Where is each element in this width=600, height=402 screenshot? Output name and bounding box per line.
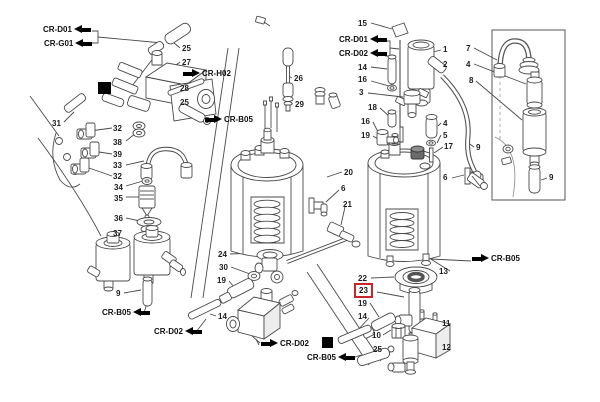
part-label-18: 18 bbox=[368, 103, 377, 112]
pump-assembly bbox=[101, 51, 216, 125]
part-label-32: 32 bbox=[113, 172, 122, 181]
arrow-left-icon bbox=[73, 25, 91, 34]
part-label-25: 25 bbox=[182, 44, 191, 53]
part-label-20: 20 bbox=[344, 168, 353, 177]
part-label-6: 6 bbox=[341, 184, 346, 193]
part-label-27: 27 bbox=[182, 58, 191, 67]
arrow-left-icon bbox=[75, 39, 93, 48]
ref-label-text: CR-D02 bbox=[154, 327, 183, 336]
arrow-left-icon bbox=[337, 353, 355, 362]
part-label-1: 1 bbox=[443, 45, 448, 54]
center-boiler bbox=[231, 97, 360, 273]
part-label-19: 19 bbox=[358, 299, 367, 308]
ref-label-cr-b05: CR-B05 bbox=[102, 308, 150, 317]
part-label-10: 10 bbox=[372, 331, 381, 340]
expansion-canisters bbox=[87, 226, 186, 307]
ref-label-text: CR-D01 bbox=[43, 25, 72, 34]
ref-label-text: CR-D02 bbox=[339, 49, 368, 58]
solenoid-valve-assembly bbox=[337, 267, 450, 374]
ref-label-text: CR-D02 bbox=[280, 339, 309, 348]
part-label-31: 31 bbox=[52, 119, 61, 128]
part-label-16: 16 bbox=[358, 75, 367, 84]
part-label-14: 14 bbox=[358, 63, 367, 72]
ref-label-cr-b05: CR-B05 bbox=[205, 115, 253, 124]
part-label-8: 8 bbox=[469, 76, 474, 85]
ref-label-cr-d02: CR-D02 bbox=[339, 49, 387, 58]
part-label-25: 25 bbox=[373, 345, 382, 354]
arrow-left-icon bbox=[369, 35, 387, 44]
ref-label-cr-b05: CR-B05 bbox=[472, 254, 520, 263]
part-label-6: 6 bbox=[443, 173, 448, 182]
part-label-34: 34 bbox=[114, 183, 123, 192]
arrow-right-icon bbox=[261, 339, 278, 348]
group-head-block bbox=[227, 271, 299, 345]
part-label-33: 33 bbox=[113, 161, 122, 170]
part-label-30: 30 bbox=[219, 263, 228, 272]
part-label-17: 17 bbox=[444, 142, 453, 151]
ref-label-cr-b05: CR-B05 bbox=[307, 353, 355, 362]
part-label-16: 16 bbox=[361, 117, 370, 126]
part-label-38: 38 bbox=[113, 138, 122, 147]
part-label-11: 11 bbox=[442, 319, 451, 328]
black-square-marker bbox=[98, 82, 111, 94]
part-label-2: 2 bbox=[443, 60, 448, 69]
inset-detail-box bbox=[467, 30, 565, 200]
arrow-right-icon bbox=[205, 115, 222, 124]
part-label-24: 24 bbox=[218, 250, 227, 259]
part-label-32: 32 bbox=[113, 124, 122, 133]
part-label-21: 21 bbox=[343, 200, 352, 209]
part-label-14: 14 bbox=[218, 312, 227, 321]
part-label-39: 39 bbox=[113, 150, 122, 159]
part-label-4: 4 bbox=[466, 60, 471, 69]
part-label-3: 3 bbox=[359, 88, 364, 97]
arrow-left-icon bbox=[369, 49, 387, 58]
part-label-12: 12 bbox=[442, 343, 451, 352]
part-label-4: 4 bbox=[443, 119, 448, 128]
level-probe bbox=[255, 16, 340, 111]
background-panel-lines bbox=[30, 48, 381, 365]
part-label-19: 19 bbox=[361, 131, 370, 140]
ref-label-text: CR-H02 bbox=[202, 69, 231, 78]
ref-label-text: CR-B05 bbox=[102, 308, 131, 317]
part-label-36: 36 bbox=[114, 214, 123, 223]
ref-label-text: CR-B05 bbox=[491, 254, 520, 263]
ref-label-text: CR-G01 bbox=[44, 39, 74, 48]
right-boiler bbox=[368, 23, 440, 267]
part-label-7: 7 bbox=[466, 44, 471, 53]
drain-fitting-chain bbox=[187, 272, 260, 321]
part-label-5: 5 bbox=[443, 131, 448, 140]
part-label-9: 9 bbox=[549, 173, 554, 182]
arrow-left-icon bbox=[184, 327, 202, 336]
part-label-15: 15 bbox=[358, 19, 367, 28]
part-label-22: 22 bbox=[358, 274, 367, 283]
part-label-35: 35 bbox=[114, 194, 123, 203]
ref-label-cr-d01: CR-D01 bbox=[339, 35, 387, 44]
right-top-assembly bbox=[377, 40, 483, 186]
ref-label-text: CR-D01 bbox=[339, 35, 368, 44]
ref-label-cr-g01: CR-G01 bbox=[44, 39, 93, 48]
highlighted-part-label: 23 bbox=[354, 283, 373, 298]
arrow-right-icon bbox=[183, 69, 200, 78]
part-label-26: 26 bbox=[294, 74, 303, 83]
ref-label-cr-h02: CR-H02 bbox=[183, 69, 231, 78]
part-label-9: 9 bbox=[116, 289, 121, 298]
ref-label-cr-d02: CR-D02 bbox=[261, 339, 309, 348]
ref-label-cr-d01: CR-D01 bbox=[43, 25, 91, 34]
arrow-left-icon bbox=[132, 308, 150, 317]
part-label-25: 25 bbox=[180, 98, 189, 107]
ref-label-cr-d02: CR-D02 bbox=[154, 327, 202, 336]
part-label-13: 13 bbox=[439, 267, 448, 276]
part-label-14: 14 bbox=[358, 312, 367, 321]
black-square-marker bbox=[322, 337, 333, 348]
left-fittings-cluster bbox=[63, 92, 192, 239]
part-label-28: 28 bbox=[180, 84, 189, 93]
ref-label-text: CR-B05 bbox=[307, 353, 336, 362]
part-label-29: 29 bbox=[295, 100, 304, 109]
part-label-19: 19 bbox=[217, 276, 226, 285]
ref-label-text: CR-B05 bbox=[224, 115, 253, 124]
part-label-37: 37 bbox=[113, 229, 122, 238]
part-label-9: 9 bbox=[476, 143, 481, 152]
arrow-right-icon bbox=[472, 254, 489, 263]
